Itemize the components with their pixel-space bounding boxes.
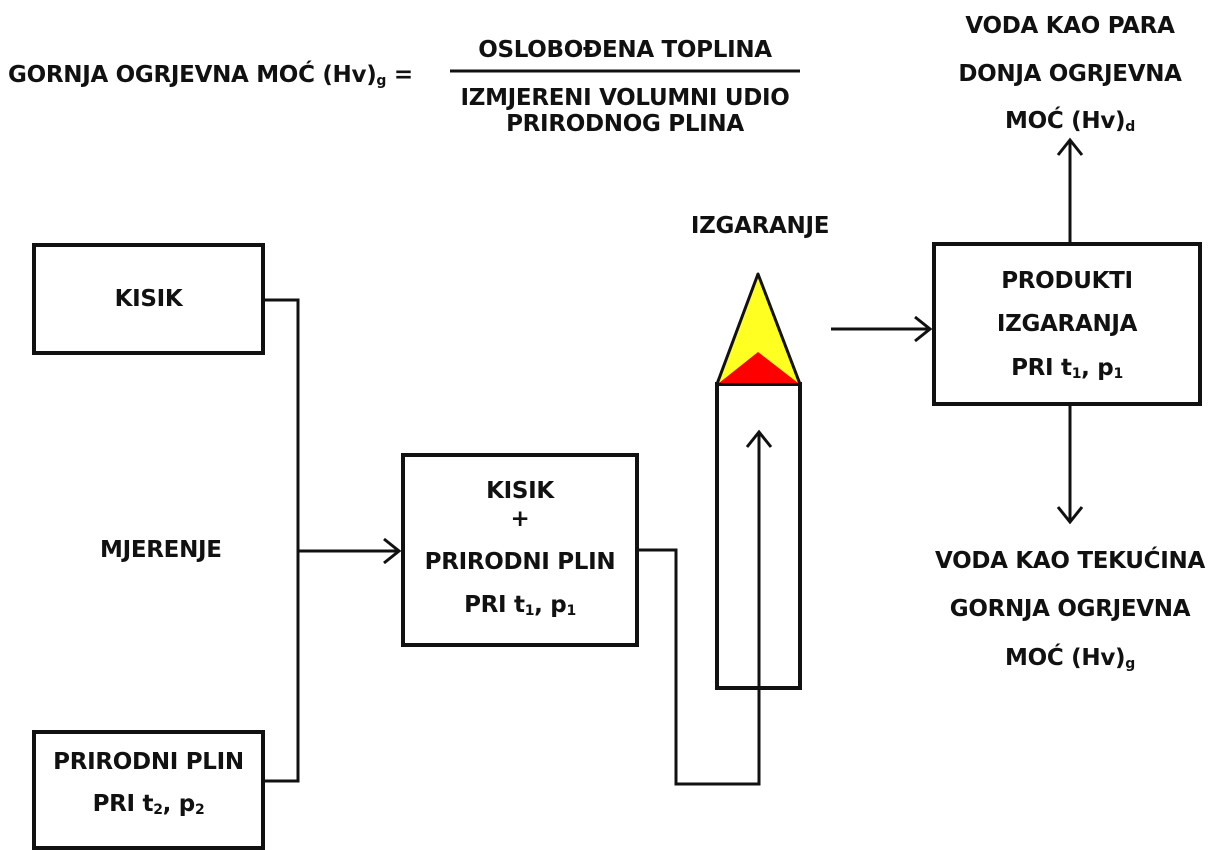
- arrowhead-into-burner: [745, 429, 773, 448]
- mix-conditions: PRI t1, p1: [401, 590, 639, 626]
- tekucina-line3: MOĆ (Hv)g: [900, 643, 1218, 679]
- produkti-p-subscript: 1: [1113, 366, 1123, 382]
- tekucina-subscript: g: [1125, 656, 1135, 672]
- formula-equals: =: [393, 62, 413, 88]
- produkti-p-prefix: , p: [1081, 355, 1114, 381]
- tekucina-line1: VODA KAO TEKUĆINA: [935, 548, 1205, 574]
- formula-lhs: GORNJA OGRJEVNA MOĆ (Hv)g =: [8, 60, 413, 96]
- formula-lhs-text: GORNJA OGRJEVNA MOĆ (Hv): [8, 62, 377, 88]
- para-line3: MOĆ (Hv)d: [900, 106, 1218, 142]
- flame-outer: [715, 272, 802, 386]
- prirodni-plin-p-subscript: 2: [194, 802, 205, 818]
- produkti-line2: IZGARANJA: [996, 311, 1138, 337]
- kisik-connector: [265, 298, 300, 783]
- produkti-box: [932, 242, 1202, 406]
- arrowhead-down-tekucina: [1056, 506, 1084, 525]
- formula-numerator: OSLOBOĐENA TOPLINA: [478, 37, 772, 63]
- formula-lhs-subscript: g: [376, 73, 387, 89]
- arrowhead-to-mix: [383, 537, 402, 565]
- tekucina-line3-text: MOĆ (Hv): [1005, 645, 1126, 671]
- para-line1: VODA KAO PARA: [965, 13, 1175, 39]
- kisik-box: [32, 243, 265, 355]
- prirodni-plin-box: [32, 730, 265, 850]
- para-line2: DONJA OGRJEVNA: [958, 61, 1182, 87]
- prirodni-plin-t-prefix: PRI t: [92, 791, 154, 817]
- mix-line1: KISIK: [486, 478, 554, 504]
- izgaranje-label: IZGARANJE: [690, 213, 830, 239]
- mix-line2: +: [510, 506, 530, 532]
- mix-t-subscript: 1: [524, 603, 535, 619]
- para-line3-text: MOĆ (Hv): [1005, 108, 1126, 134]
- arrowhead-up-para: [1056, 137, 1084, 156]
- mix-t-prefix: PRI t: [464, 592, 525, 618]
- flame-inner: [719, 352, 798, 383]
- mix-line3: PRIRODNI PLIN: [424, 549, 616, 575]
- kisik-label: KISIK: [114, 286, 183, 312]
- prirodni-plin-p-prefix: , p: [162, 791, 196, 817]
- prirodni-plin-conditions: PRI t2, p2: [32, 789, 265, 825]
- mix-p-subscript: 1: [566, 603, 576, 619]
- arrowhead-to-produkti: [914, 315, 933, 343]
- mix-box: [401, 453, 639, 647]
- produkti-conditions: PRI t1, p1: [932, 353, 1202, 389]
- produkti-t-subscript: 1: [1071, 366, 1082, 382]
- produkti-line1: PRODUKTI: [1001, 268, 1133, 294]
- mix-to-burner-connector: [639, 432, 761, 786]
- para-subscript: d: [1125, 119, 1135, 135]
- mjerenje-label: MJERENJE: [100, 537, 222, 563]
- produkti-t-prefix: PRI t: [1011, 355, 1072, 381]
- formula-denominator-line2: PRIRODNOG PLINA: [506, 111, 744, 137]
- formula-denominator-line1: IZMJERENI VOLUMNI UDIO: [460, 85, 790, 111]
- prirodni-plin-line1: PRIRODNI PLIN: [53, 749, 244, 775]
- prirodni-plin-t-subscript: 2: [153, 802, 163, 818]
- tekucina-line2: GORNJA OGRJEVNA: [949, 596, 1191, 622]
- mix-p-prefix: , p: [534, 592, 567, 618]
